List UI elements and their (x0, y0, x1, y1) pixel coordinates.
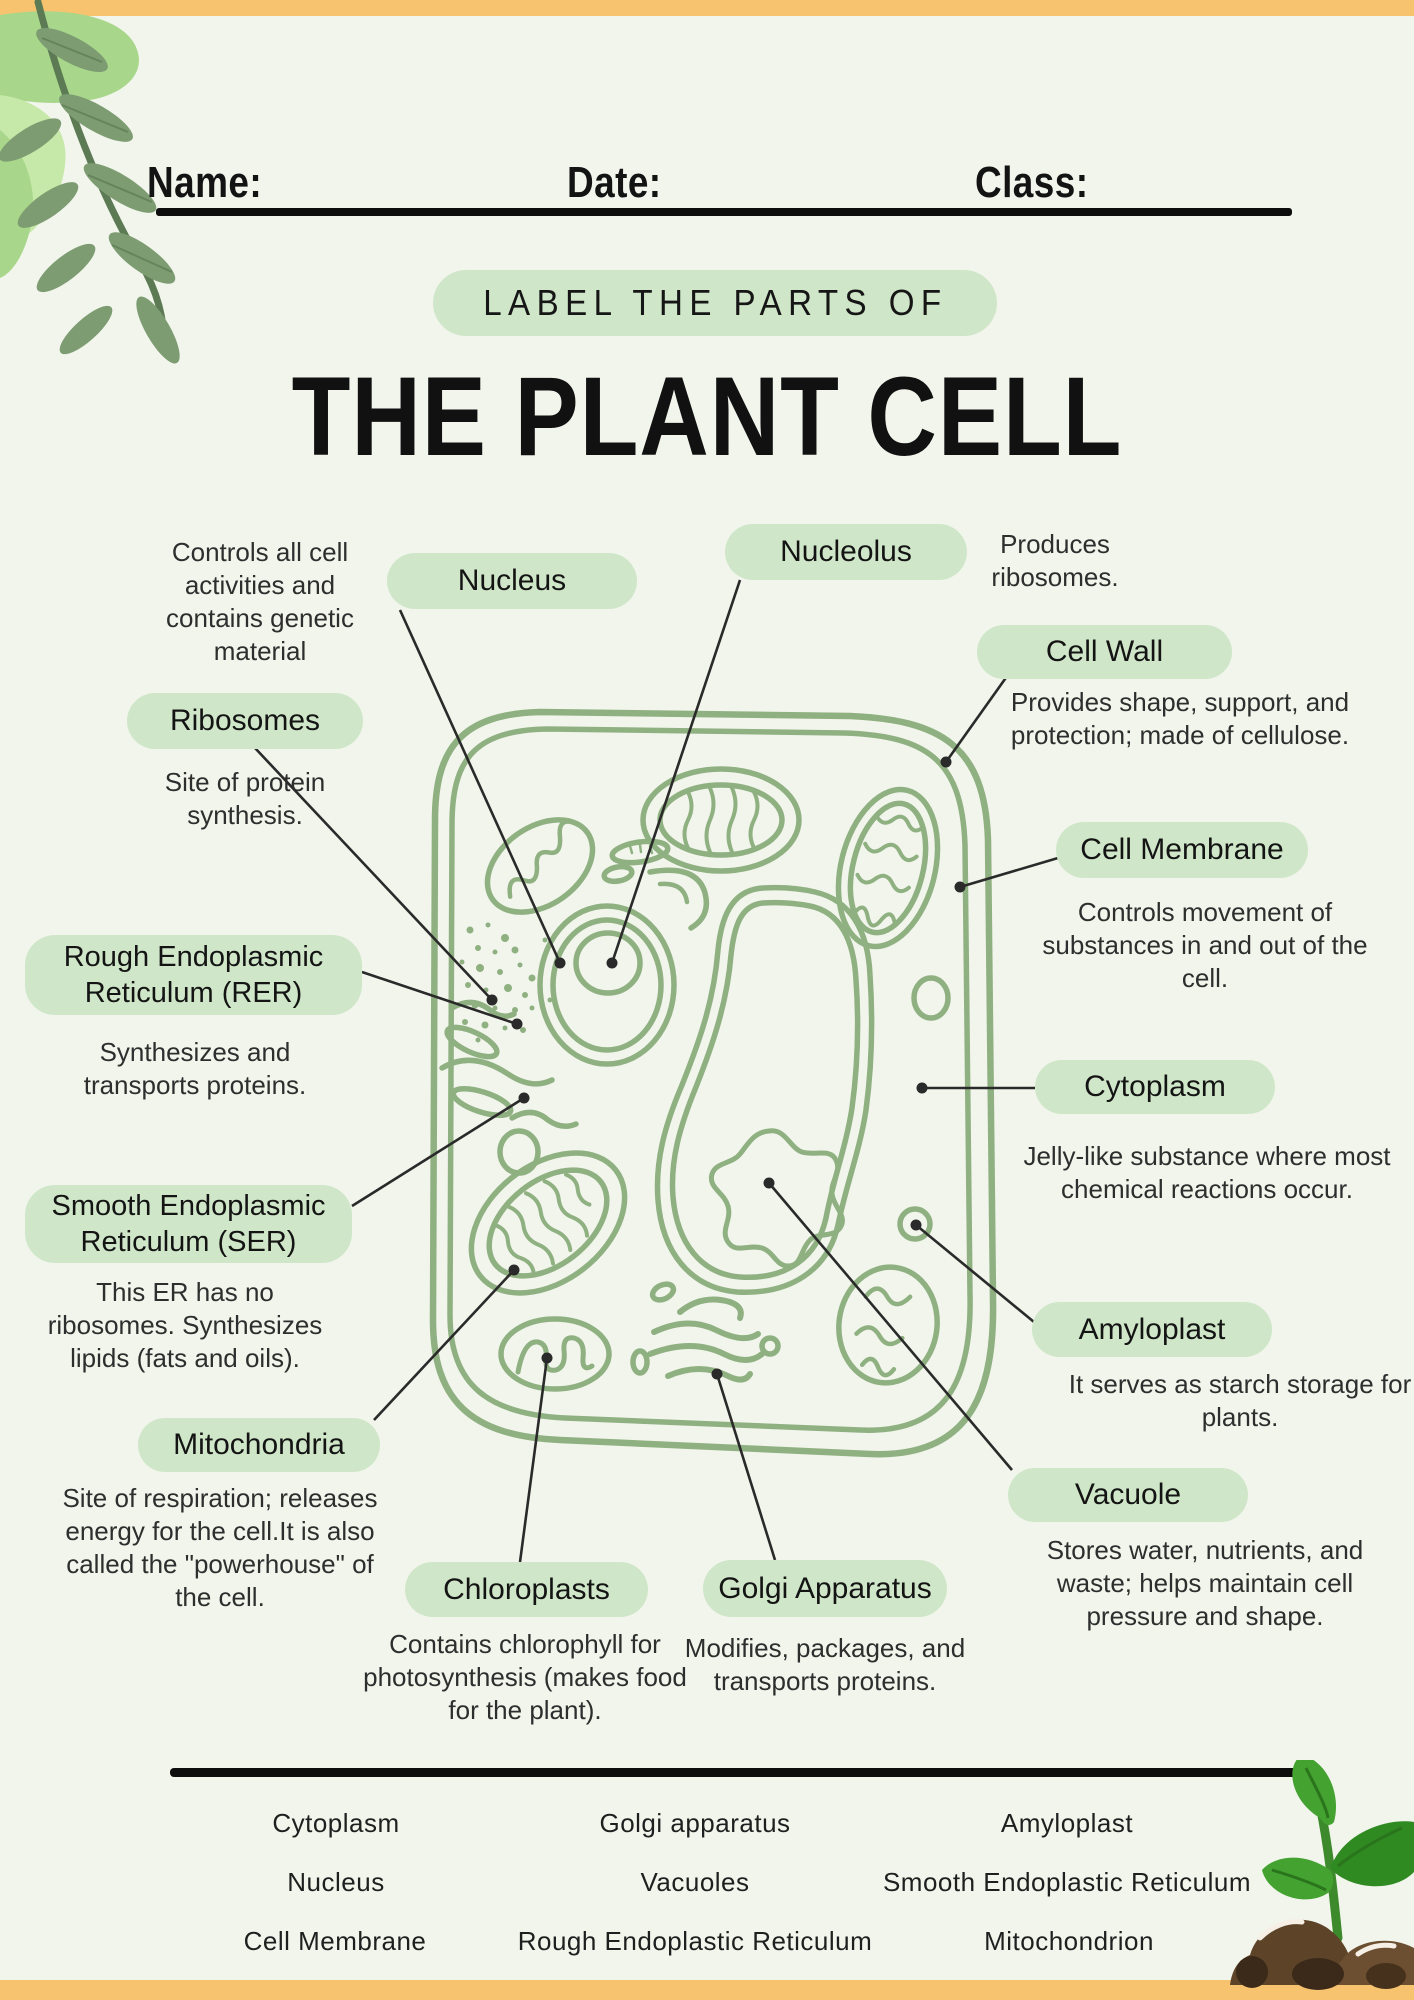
label-pill-ser: Smooth Endoplasmic Reticulum (SER) (25, 1185, 352, 1263)
desc-cell-wall: Provides shape, support, and protection;… (1010, 687, 1350, 750)
leader-chloroplasts (518, 1352, 553, 1563)
word-bank-item: Cell Membrane (243, 1926, 427, 1956)
label-pill-cell-wall: Cell Wall (977, 625, 1232, 679)
label-pill-rer: Rough Endoplasmic Reticulum (RER) (25, 935, 362, 1015)
title-kicker: LABEL THE PARTS OF (482, 282, 948, 323)
leader-ser (351, 1092, 530, 1208)
leader-cell-membrane (954, 856, 1059, 893)
top-accent-bar (0, 0, 1414, 16)
desc-ribosomes: Site of protein synthesis. (164, 767, 326, 830)
leader-golgi (711, 1368, 777, 1561)
word-bank-item: Nucleus (287, 1867, 385, 1897)
leader-nucleus (398, 609, 566, 969)
label-pill-ribosomes: Ribosomes (127, 693, 363, 749)
word-bank-item: Cytoplasm (272, 1808, 400, 1838)
desc-ser: This ER has no ribosomes. Synthesizes li… (47, 1277, 323, 1373)
word-bank-item: Rough Endoplastic Reticulum (517, 1926, 873, 1956)
label-pill-mitochondria: Mitochondria (138, 1418, 380, 1472)
vacuole-star-shape (708, 1128, 845, 1269)
chloroplast-organelle (498, 1316, 612, 1392)
cell-membrane-outline (447, 726, 973, 1433)
bottom-accent-bar (0, 1980, 1414, 2000)
label-pill-golgi: Golgi Apparatus (703, 1560, 947, 1617)
page-title: THE PLANT CELL (291, 354, 1123, 479)
desc-cell-membrane: Controls movement of substances in and o… (1042, 897, 1368, 993)
label-pill-cell-membrane: Cell Membrane (1056, 822, 1308, 878)
desc-chloroplasts: Contains chlorophyll for photosynthesis … (363, 1629, 687, 1725)
leader-cytoplasm (916, 1082, 1035, 1094)
word-bank-item: Vacuoles (640, 1867, 750, 1897)
leader-ribosomes (254, 747, 498, 1006)
label-pill-nucleus: Nucleus (387, 553, 637, 609)
leader-cell-wall (940, 671, 1012, 768)
word-bank-divider-line (170, 1768, 1302, 1777)
ribosome-stipple (459, 922, 553, 1043)
amyloplast-organelle (897, 1206, 933, 1242)
word-bank-item: Amyloplast (1000, 1808, 1134, 1838)
desc-mitochondria: Site of respiration; releases energy for… (62, 1483, 378, 1612)
desc-nucleolus: Produces ribosomes. (991, 529, 1119, 592)
label-pill-vacuole: Vacuole (1008, 1468, 1248, 1522)
leader-rer (361, 970, 523, 1030)
leaf-vine-decoration (0, 0, 180, 364)
desc-nucleus: Controls all cell activities and contain… (166, 537, 354, 666)
desc-amyloplast: It serves as starch storage for plants. (1068, 1369, 1412, 1432)
label-pill-cytoplasm: Cytoplasm (1035, 1060, 1275, 1114)
desc-golgi: Modifies, packages, and transports prote… (684, 1633, 966, 1696)
sprout-decoration (1230, 1760, 1414, 1990)
word-bank-item: Mitochondrion (984, 1926, 1154, 1956)
header-writing-line (156, 208, 1292, 216)
class-field-label: Class: (975, 158, 1089, 207)
leader-nucleolus (606, 579, 742, 969)
nucleus-outline (537, 903, 677, 1067)
title-kicker-pill: LABEL THE PARTS OF (433, 270, 997, 336)
desc-cytoplasm: Jelly-like substance where most chemical… (1023, 1141, 1391, 1204)
desc-rer: Synthesizes and transports proteins. (83, 1037, 307, 1100)
label-pill-chloroplasts: Chloroplasts (405, 1562, 648, 1617)
leader-vacuole (763, 1177, 1013, 1471)
word-bank-item: Golgi apparatus (599, 1808, 791, 1838)
label-pill-nucleolus: Nucleolus (725, 524, 967, 580)
nucleolus-outline (573, 930, 643, 996)
leader-mitochondria (373, 1264, 520, 1421)
desc-vacuole: Stores water, nutrients, and waste; help… (1046, 1535, 1364, 1631)
vacuole-outline (654, 884, 875, 1295)
date-field-label: Date: (567, 158, 662, 207)
name-field-label: Name: (147, 158, 263, 207)
word-bank-item: Smooth Endoplastic Reticulum (882, 1867, 1252, 1897)
cell-wall-outline (429, 708, 997, 1458)
label-pill-amyloplast: Amyloplast (1032, 1302, 1272, 1357)
leader-amyloplast (910, 1219, 1035, 1324)
